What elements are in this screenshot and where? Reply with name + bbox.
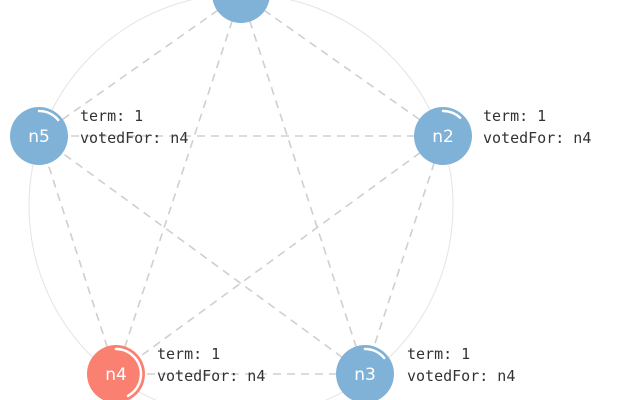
link-n3-n5 xyxy=(38,135,366,375)
node-n2-term: term: 1 xyxy=(483,107,546,125)
node-n2-timer-arc xyxy=(441,109,462,120)
node-n3-term: term: 1 xyxy=(407,345,470,363)
node-n3-label: n3 xyxy=(354,365,376,385)
node-n4[interactable]: n4 term: 1 votedFor: n4 xyxy=(87,345,265,400)
node-n4-circle[interactable] xyxy=(87,345,145,400)
node-n4-voted-for: votedFor: n4 xyxy=(157,367,265,385)
link-n2-n4 xyxy=(115,135,444,375)
node-n3-timer-arc xyxy=(363,347,386,360)
node-n2[interactable]: n2 term: 1 votedFor: n4 xyxy=(414,107,591,165)
node-n3-voted-for: votedFor: n4 xyxy=(407,367,515,385)
cluster-ring xyxy=(28,0,454,400)
node-n1-circle[interactable] xyxy=(212,0,270,23)
node-n4-label: n4 xyxy=(105,365,127,385)
node-n3[interactable]: n3 term: 1 votedFor: n4 xyxy=(336,345,515,400)
link-n1-n4 xyxy=(115,0,240,375)
node-n5-voted-for: votedFor: n4 xyxy=(80,129,188,147)
node-n5-timer-arc xyxy=(37,109,60,122)
node-n4-term: term: 1 xyxy=(157,345,220,363)
links-layer xyxy=(38,0,444,375)
node-n1[interactable]: n1 xyxy=(212,0,270,23)
node-n1-label: n1 xyxy=(230,0,252,5)
link-n1-n3 xyxy=(242,0,366,375)
node-n5-term: term: 1 xyxy=(80,107,143,125)
node-n2-label: n2 xyxy=(432,127,454,147)
node-n5[interactable]: n5 term: 1 votedFor: n4 xyxy=(10,107,188,165)
node-n5-circle[interactable] xyxy=(10,107,68,165)
link-n1-n2 xyxy=(248,0,444,137)
link-n2-n3 xyxy=(364,135,444,375)
node-n5-label: n5 xyxy=(28,127,50,147)
link-n4-n5 xyxy=(38,135,117,375)
node-n2-voted-for: votedFor: n4 xyxy=(483,129,591,147)
node-n3-circle[interactable] xyxy=(336,345,394,400)
node-n4-timer-arc xyxy=(114,347,143,398)
node-n2-circle[interactable] xyxy=(414,107,472,165)
